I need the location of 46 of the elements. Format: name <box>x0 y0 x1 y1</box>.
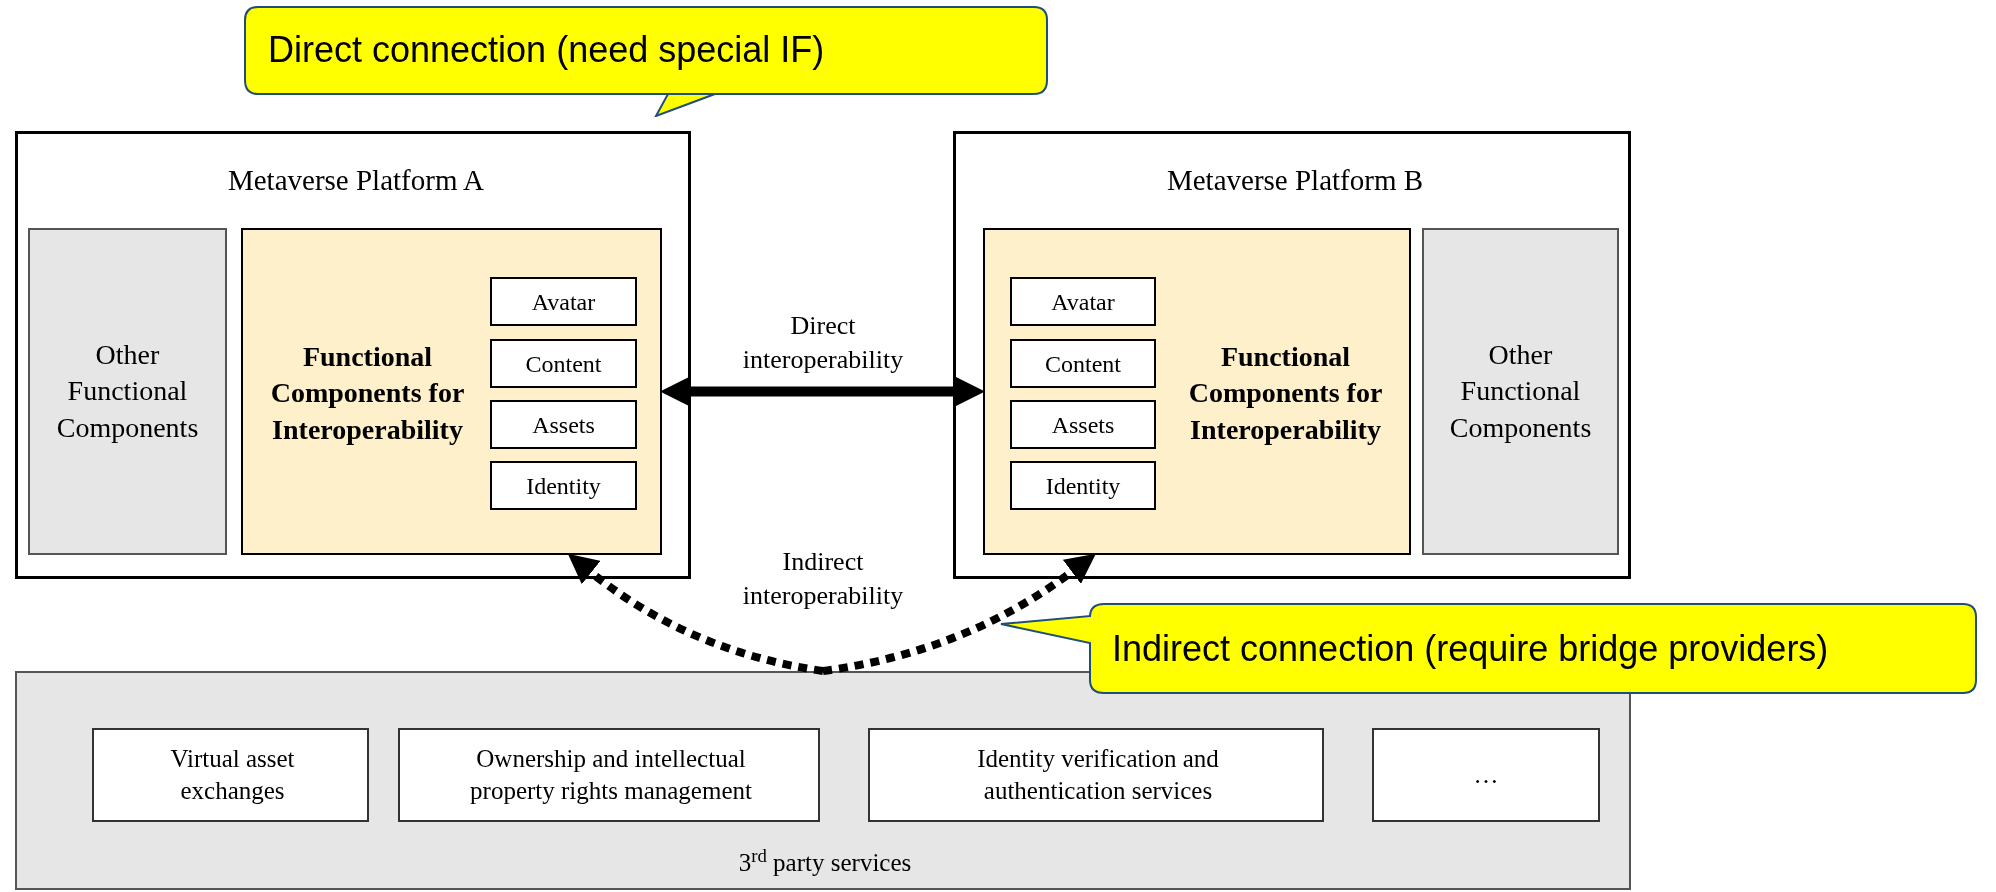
component-panel <box>28 228 227 555</box>
dashed-arrow <box>567 554 824 675</box>
callout-text: Indirect connection (require bridge providers) <box>1111 626 1830 671</box>
platform-title: Metaverse Platform A <box>226 163 486 199</box>
component-item <box>1010 400 1156 449</box>
component-panel <box>1422 228 1619 555</box>
callout-text: Direct connection (need special IF) <box>267 28 826 72</box>
component-item <box>490 461 637 510</box>
callout-bubble <box>244 6 1048 117</box>
services-panel <box>15 671 1631 890</box>
interoperability-panel <box>983 228 1411 555</box>
item-label: Content <box>524 349 603 379</box>
interoperability-panel <box>241 228 662 555</box>
service-box <box>868 728 1324 822</box>
item-label: Assets <box>531 410 596 440</box>
component-item <box>490 277 637 326</box>
item-label: Content <box>1044 349 1122 379</box>
component-item <box>1010 277 1156 326</box>
service-label: Ownership and intellectual property rights management <box>469 743 753 806</box>
dashed-arrow <box>822 554 1097 675</box>
platform-title: Metaverse Platform B <box>1165 163 1425 199</box>
component-item <box>1010 461 1156 510</box>
panel-title: Functional Components for Interoperability <box>269 339 466 447</box>
component-item <box>1010 339 1156 388</box>
panel-title: Functional Components for Interoperability <box>1187 339 1384 447</box>
item-label: Avatar <box>530 287 597 317</box>
component-item <box>490 339 637 388</box>
double-arrow <box>660 376 985 407</box>
service-box <box>398 728 820 822</box>
service-label: Identity verification and authentication services <box>976 743 1220 806</box>
service-box <box>1372 728 1600 822</box>
platform-frame <box>953 131 1631 579</box>
item-label: Identity <box>525 471 602 501</box>
component-label: Other Functional Components <box>1448 337 1593 445</box>
panel-title: 3$^{rd}$ party services <box>737 844 913 879</box>
item-label: Identity <box>1044 471 1122 501</box>
callout-bubble <box>1000 603 1977 694</box>
component-label: Other Functional Components <box>55 337 200 445</box>
item-label: Avatar <box>1050 287 1116 317</box>
service-box <box>92 728 369 822</box>
component-item <box>490 400 637 449</box>
service-label: Virtual asset exchanges <box>169 743 296 806</box>
connector-label: Indirect interoperability <box>741 546 905 612</box>
platform-frame <box>15 131 691 579</box>
service-label: … <box>1472 759 1500 790</box>
item-label: Assets <box>1050 410 1116 440</box>
